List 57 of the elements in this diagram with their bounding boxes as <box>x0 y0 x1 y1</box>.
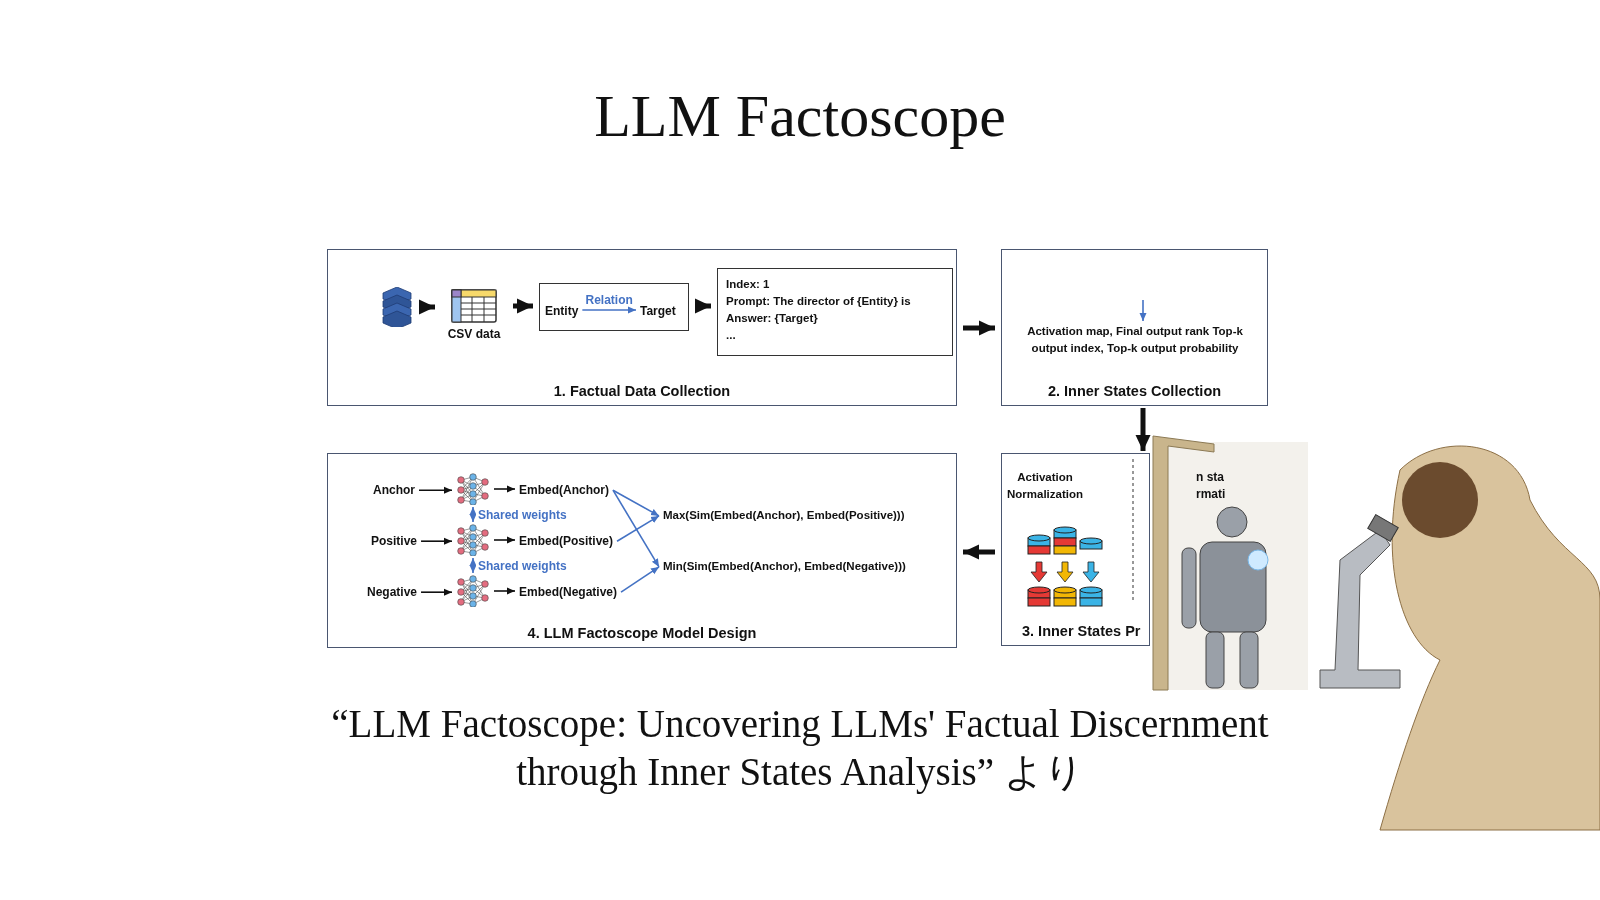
arrow <box>493 587 516 595</box>
labeled-arrow <box>469 506 477 523</box>
arrow <box>616 515 660 542</box>
prompt-box <box>717 268 953 356</box>
diagram-title: LLM Factoscope <box>594 82 1006 151</box>
section-box <box>327 453 957 648</box>
section-box <box>1001 249 1268 406</box>
neural-network-icon <box>456 575 490 607</box>
neural-network-icon <box>456 524 490 556</box>
section-title: 2. Inner States Collection <box>1047 383 1222 399</box>
edge-label: Relation <box>584 293 634 307</box>
node-label: Target <box>640 304 676 319</box>
prompt-line: Answer: {Target} <box>726 311 819 326</box>
prompt-line: ... <box>726 328 737 343</box>
node-label: Positive <box>371 534 418 549</box>
section-box <box>327 249 957 406</box>
arrow <box>419 299 435 315</box>
arrow <box>612 489 660 517</box>
arrow <box>420 537 453 545</box>
arrow <box>612 489 660 568</box>
arrow <box>620 566 660 593</box>
edge-label: Shared weights <box>476 558 569 573</box>
arrow <box>963 544 995 560</box>
edge-label: Shared weights <box>476 507 569 522</box>
node-label: Entity <box>545 304 579 319</box>
icon-caption: CSV data <box>446 327 502 342</box>
arrow <box>513 298 533 314</box>
section-title: 4. LLM Factoscope Model Design <box>527 625 757 641</box>
relation-box <box>539 283 689 331</box>
node-label: Max(Sim(Embed(Anchor), Embed(Positive))) <box>663 509 905 523</box>
arrow <box>1135 408 1151 451</box>
partial-text: rmati <box>1196 487 1226 501</box>
neural-network-icon <box>456 473 490 505</box>
arrow <box>1139 299 1147 322</box>
node-label: Embed(Negative) <box>519 585 618 600</box>
node-text: Activation map, Final output rank Top-k output index, Top-k output probability <box>1013 323 1257 356</box>
node-label: Negative <box>367 585 418 600</box>
node-text: Activation Normalization <box>1005 469 1085 502</box>
arrow <box>695 298 711 314</box>
node-label: Anchor <box>373 483 415 498</box>
node-label: Min(Sim(Embed(Anchor), Embed(Negative))) <box>663 560 906 574</box>
prompt-line: Prompt: The director of {Entity} is <box>726 294 912 309</box>
section-title: 1. Factual Data Collection <box>553 383 731 399</box>
database-icon <box>381 287 413 327</box>
section-box <box>1001 453 1150 646</box>
prompt-line: Index: 1 <box>726 277 771 292</box>
arrow <box>963 320 995 336</box>
arrow <box>418 486 453 494</box>
node-label: Embed(Anchor) <box>519 483 609 498</box>
node-label: Embed(Positive) <box>519 534 614 549</box>
partial-text: n sta <box>1196 470 1224 484</box>
labeled-arrow <box>581 306 637 314</box>
arrow <box>493 536 516 544</box>
section-title: 3. Inner States Pr <box>1022 623 1141 639</box>
labeled-arrow <box>469 557 477 574</box>
arrow <box>420 588 453 596</box>
arrow <box>493 485 516 493</box>
